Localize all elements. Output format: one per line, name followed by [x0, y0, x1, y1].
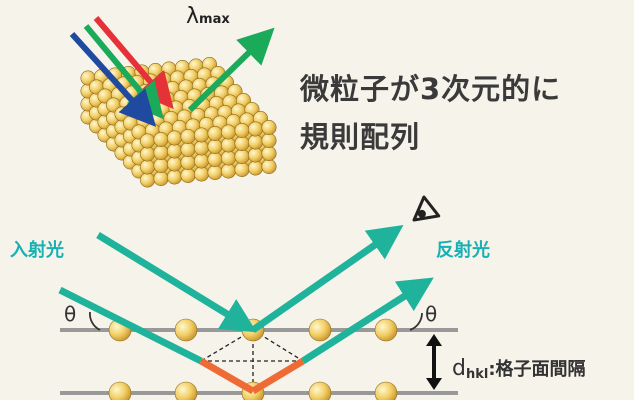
crystal-particle: [207, 165, 223, 181]
incident-beam-lower: [58, 286, 203, 365]
crystal-particle: [194, 140, 210, 156]
crystal-particle: [180, 168, 196, 184]
crystal-particle: [248, 121, 264, 137]
title-line-2: 規則配列: [300, 120, 421, 154]
incident-beam-upper: [96, 232, 257, 333]
theta-label-left: θ: [64, 302, 77, 326]
reflected-beam-lower: [301, 277, 434, 364]
crystal-particle: [221, 137, 237, 153]
lattice-particle-top: [308, 318, 332, 342]
crystal-particle: [167, 169, 183, 185]
path-difference-out: [251, 357, 305, 395]
crystal-particle: [234, 136, 250, 152]
crystal-particle: [261, 120, 277, 136]
crystal-particle: [234, 162, 250, 178]
eye-icon: [412, 195, 441, 222]
lattice-particle-bottom: [108, 381, 132, 400]
crystal-particle: [207, 152, 223, 168]
lattice-particle-top: [174, 318, 198, 342]
crystal-particle: [261, 159, 277, 175]
crystal-particle: [140, 133, 156, 149]
crystal-particle: [207, 139, 223, 155]
bragg-beams: [58, 224, 434, 395]
crystal-particle: [221, 163, 237, 179]
crystal-particle: [153, 132, 169, 148]
incident-light-label: 入射光: [10, 240, 64, 261]
crystal-particle: [140, 146, 156, 162]
lattice-particle-bottom: [374, 381, 398, 400]
lattice-particle-bottom: [308, 381, 332, 400]
crystal-particle: [167, 130, 183, 146]
crystal-particle: [194, 127, 210, 143]
crystal-particle: [180, 129, 196, 145]
crystal-particle: [234, 149, 250, 165]
crystal-particle: [261, 133, 277, 149]
theta-arc-right: [409, 312, 423, 331]
reflected-light-label: 反射光: [436, 240, 490, 261]
rgb-incident-rays: [69, 16, 275, 127]
crystal-particle: [248, 134, 264, 150]
crystal-particle: [153, 158, 169, 174]
crystal-particle: [221, 124, 237, 140]
lambda-max-label: λmax: [186, 4, 230, 29]
crystal-particle: [194, 153, 210, 169]
crystal-particle: [234, 123, 250, 139]
crystal-particle: [153, 171, 169, 187]
crystal-particle: [207, 126, 223, 142]
lattice-particle-bottom: [174, 381, 198, 400]
crystal-particle: [248, 147, 264, 163]
title-line-1: 微粒子が3次元的に: [300, 72, 562, 106]
lattice-particle-top: [374, 318, 398, 342]
crystal-particle: [180, 142, 196, 158]
crystal-particle: [140, 172, 156, 188]
crystal-particle: [180, 155, 196, 171]
crystal-particle: [194, 166, 210, 182]
spacing-arrow: [426, 334, 442, 390]
crystal-particle: [153, 145, 169, 161]
theta-arc-left: [89, 311, 101, 331]
crystal-particle: [167, 156, 183, 172]
path-difference-in: [199, 357, 255, 395]
crystal-particle: [248, 160, 264, 176]
blue-ray: [69, 31, 157, 127]
reflected-green-ray: [187, 27, 275, 113]
theta-label-right: θ: [425, 302, 438, 326]
crystal-particle: [140, 159, 156, 175]
reflected-beam-upper: [250, 224, 404, 333]
crystal-particle: [261, 146, 277, 162]
lattice-spacing-label: dhkl:格子面間隔: [452, 356, 586, 382]
crystal-particle: [167, 143, 183, 159]
crystal-particle: [221, 150, 237, 166]
